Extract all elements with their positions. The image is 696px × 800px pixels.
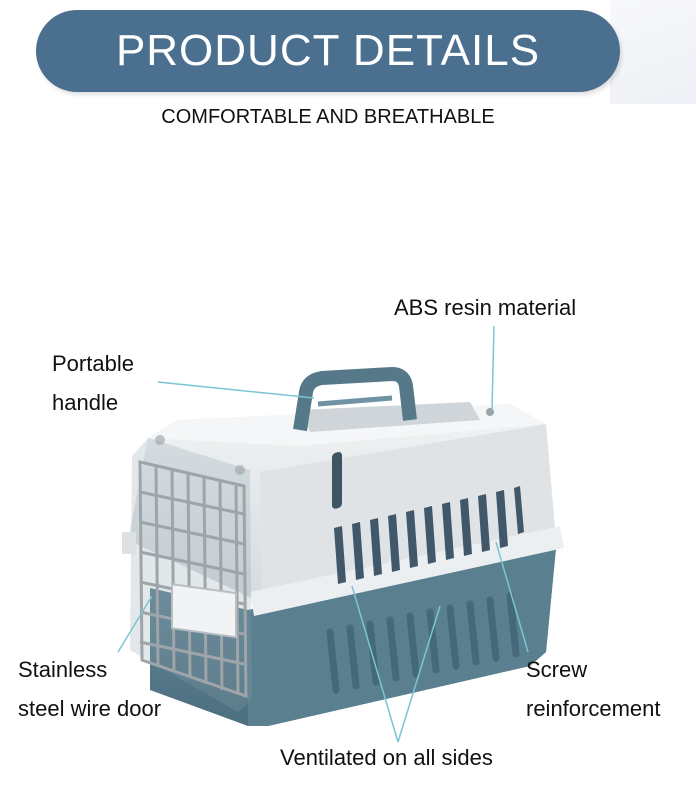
corner-decoration <box>610 0 696 104</box>
callout-screw-line1: Screw <box>526 657 588 682</box>
page-subtitle: COMFORTABLE AND BREATHABLE <box>161 106 495 128</box>
callout-door-line2: steel wire door <box>18 696 162 721</box>
callout-abs-resin: ABS resin material <box>394 288 576 327</box>
front-door <box>122 438 252 712</box>
callout-door-line1: Stainless <box>18 657 108 682</box>
carrier-top-shell <box>128 402 564 616</box>
page-title: PRODUCT DETAILS <box>115 26 541 75</box>
callout-screw-reinforcement: Screw reinforcement <box>526 650 661 728</box>
leader-lines <box>117 325 529 743</box>
callout-handle-line1: Portable <box>52 351 134 376</box>
callout-ventilated: Ventilated on all sides <box>280 738 493 777</box>
callout-wire-door: Stainless steel wire door <box>18 650 161 728</box>
callout-abs-text: ABS resin material <box>394 295 577 320</box>
callout-vent-text: Ventilated on all sides <box>280 745 493 770</box>
carrier-base <box>150 548 556 726</box>
callout-handle-line2: handle <box>52 390 119 415</box>
carrier-handle <box>293 367 417 432</box>
title-banner: PRODUCT DETAILS <box>36 10 620 92</box>
callout-screw-line2: reinforcement <box>526 696 661 721</box>
callout-portable-handle: Portable handle <box>52 344 134 422</box>
